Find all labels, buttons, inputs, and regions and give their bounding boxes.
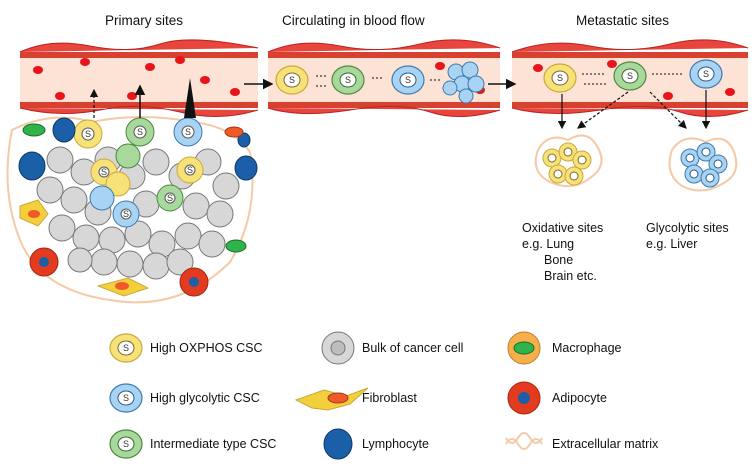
cell-letter: S (85, 129, 91, 139)
cell-letter: S (137, 127, 143, 137)
metastatic-vessel-cells (543, 59, 723, 93)
circulating-cells (275, 61, 485, 104)
cell-letter: S (345, 75, 351, 85)
cell-letter: S (123, 439, 129, 449)
legend-extracellular-matrix: Extracellular matrix (552, 437, 659, 451)
stem-cell-labels: S S S S S S S S S S S S S S S S (85, 69, 709, 449)
cell-letter: S (405, 75, 411, 85)
legend-fibroblast: Fibroblast (362, 391, 417, 405)
cell-letter: S (101, 167, 107, 177)
legend-intermediate-csc: Intermediate type CSC (150, 437, 277, 451)
legend-high-glycolytic-csc: High glycolytic CSC (150, 391, 260, 405)
cell-letter: S (557, 73, 563, 83)
primary-sites-title: Primary sites (105, 13, 184, 28)
cell-letter: S (185, 127, 191, 137)
legend-adipocyte: Adipocyte (552, 391, 607, 405)
oxidative-example-lung: e.g. Lung (522, 237, 575, 251)
legend-bulk-cancer-cell: Bulk of cancer cell (362, 341, 464, 355)
glycolytic-sites-title: Glycolytic sites (646, 221, 729, 235)
legend-lymphocyte: Lymphocyte (362, 437, 429, 451)
cell-letter: S (289, 75, 295, 85)
oxidative-site-cluster (534, 134, 603, 188)
oxidative-sites-title: Oxidative sites (522, 221, 604, 235)
legend-high-oxphos-csc: High OXPHOS CSC (150, 341, 263, 355)
glycolytic-site-cluster (668, 137, 738, 192)
cell-letter: S (703, 69, 709, 79)
glycolytic-example-liver: e.g. Liver (646, 237, 698, 251)
legend-macrophage: Macrophage (552, 341, 622, 355)
cell-letter: S (167, 193, 173, 203)
legend-icons (109, 331, 543, 460)
cell-letter: S (187, 165, 193, 175)
cell-letter: S (627, 71, 633, 81)
cell-letter: S (123, 209, 129, 219)
oxidative-sites-label: Oxidative sites e.g. Lung Bone Brain etc… (522, 220, 603, 284)
circulating-title: Circulating in blood flow (282, 13, 425, 28)
oxidative-example-brain: Brain etc. (544, 269, 597, 283)
cell-letter: S (123, 393, 129, 403)
metastatic-sites-title: Metastatic sites (576, 13, 670, 28)
primary-tumor (6, 116, 258, 304)
glycolytic-sites-label: Glycolytic sites e.g. Liver (646, 220, 729, 252)
cell-letter: S (123, 343, 129, 353)
oxidative-example-bone: Bone (544, 253, 574, 267)
